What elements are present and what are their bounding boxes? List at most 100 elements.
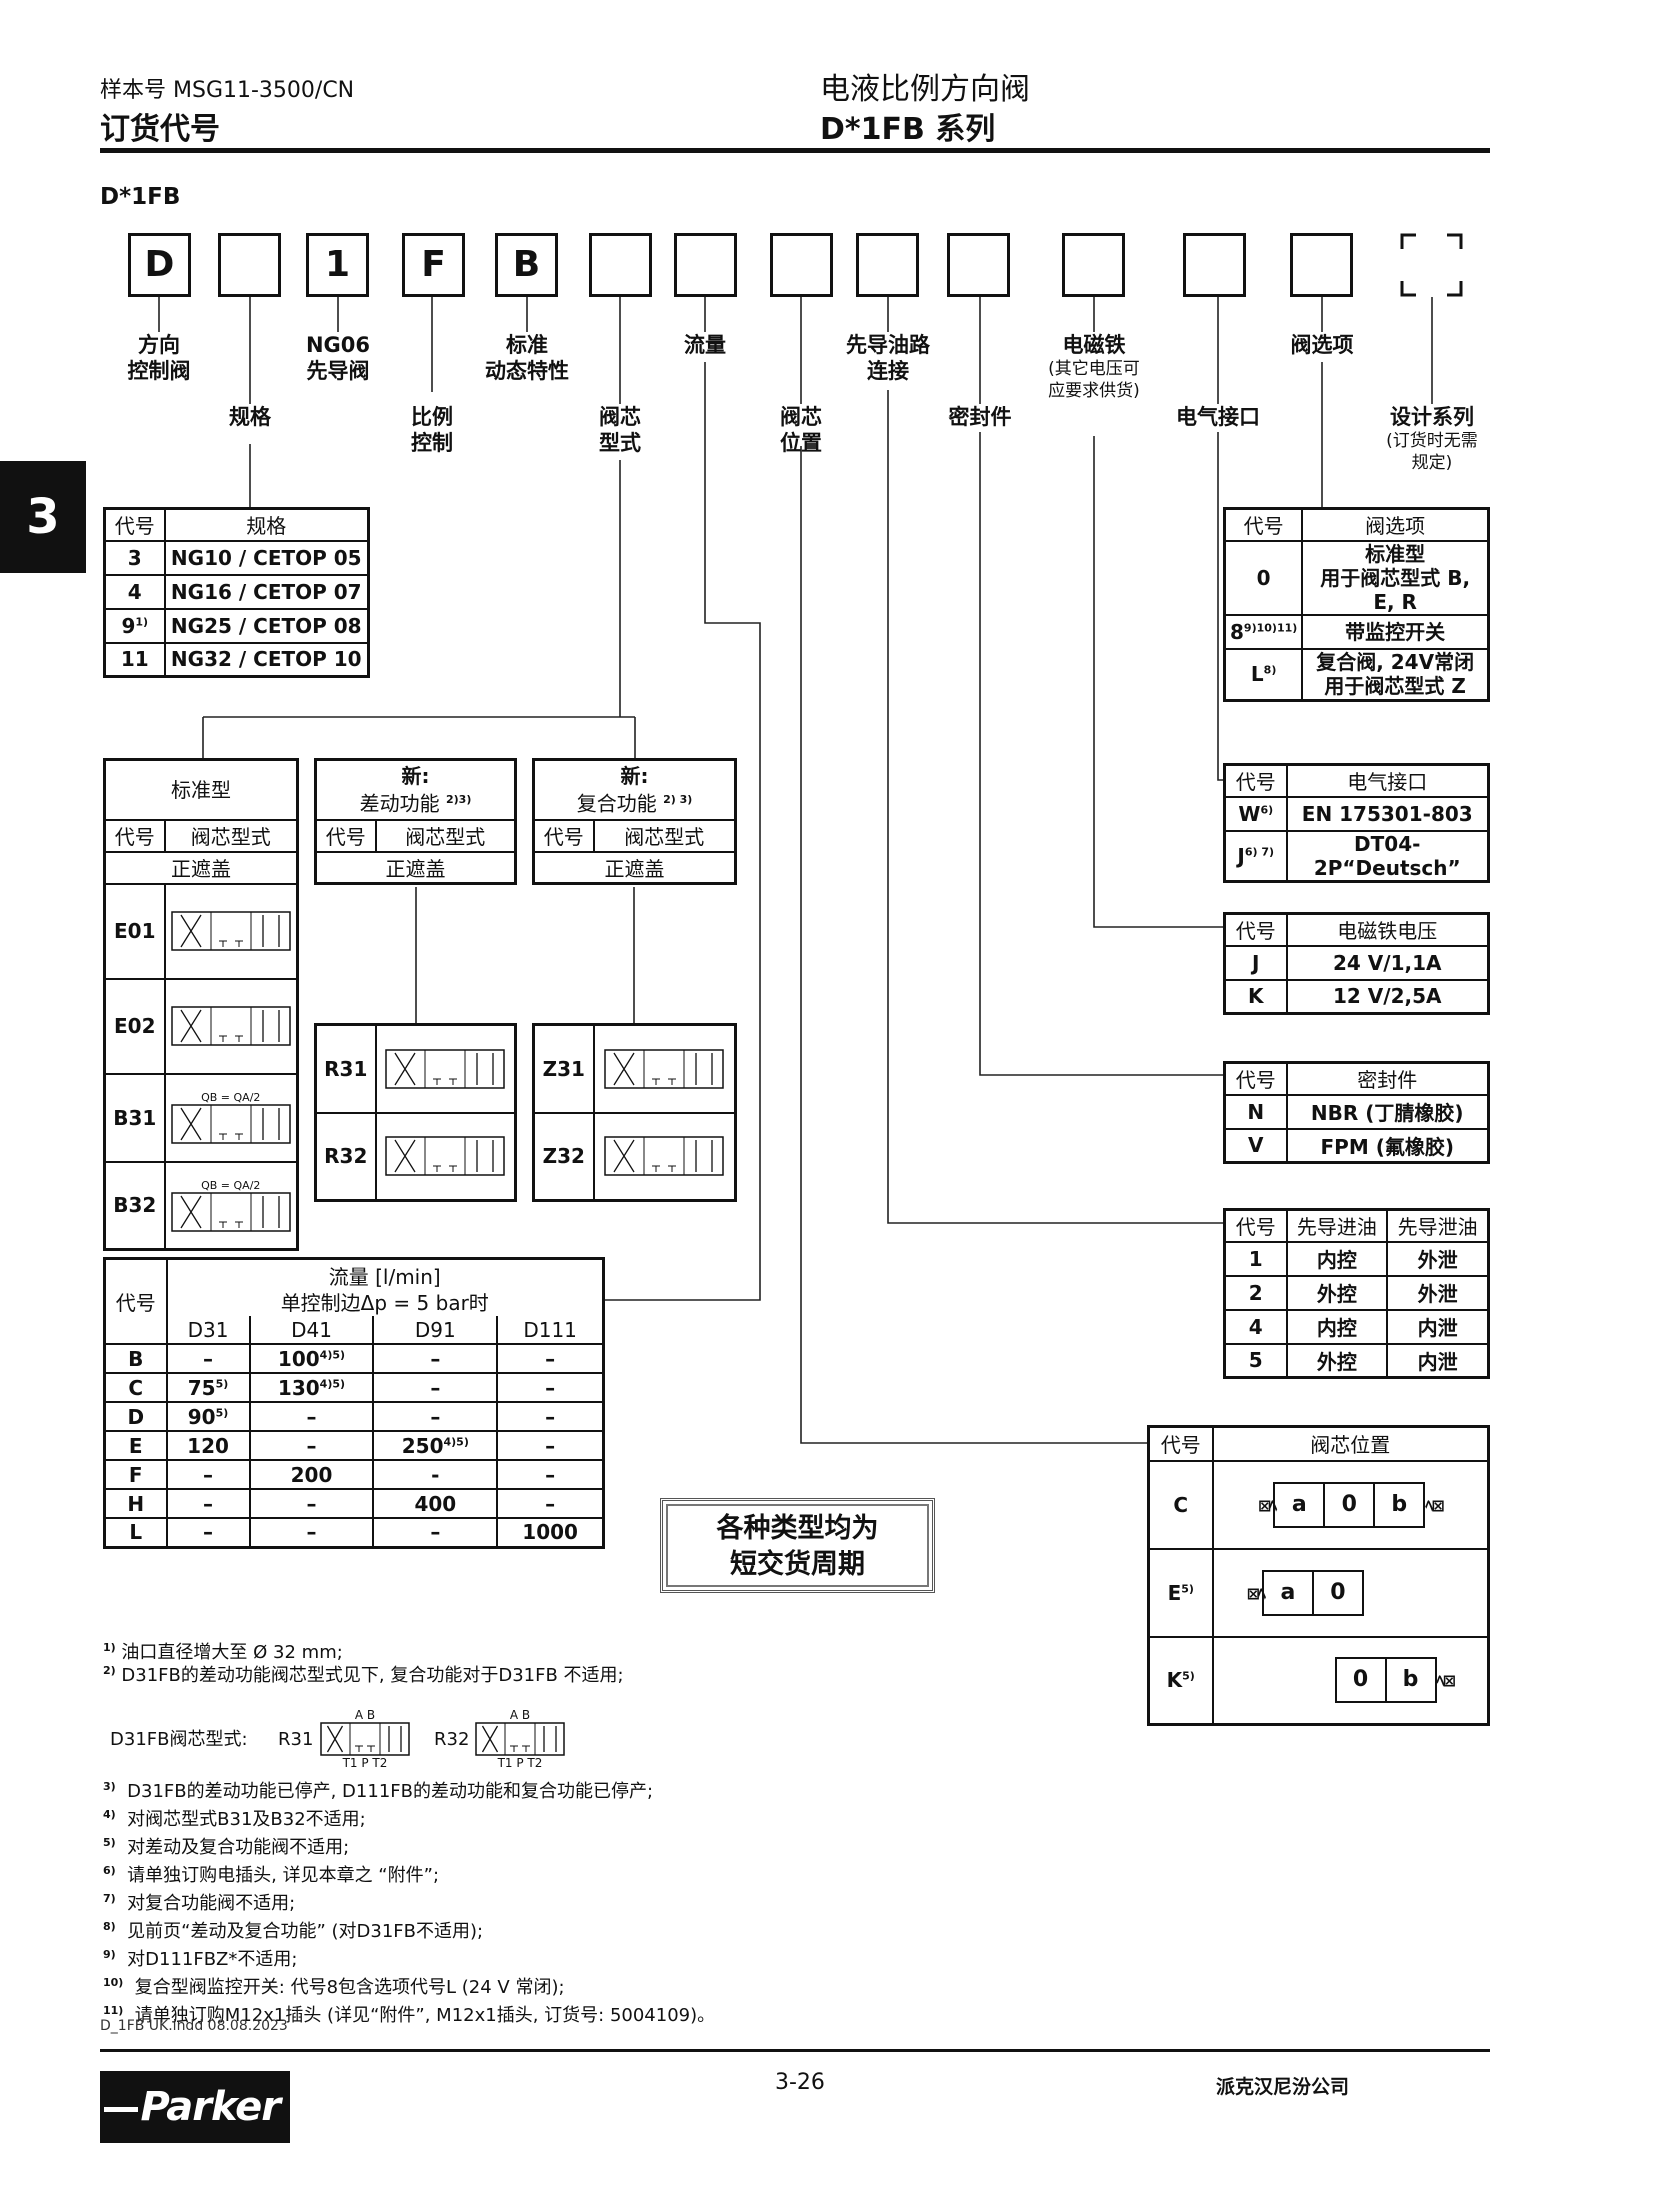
footnote: 7) 对复合功能阀不适用; <box>103 1892 296 1914</box>
code-box-6 <box>589 233 652 297</box>
r32-label: R32 <box>434 1729 470 1750</box>
spool-symbol-icon <box>385 1049 505 1089</box>
spool-row: R32 <box>314 1111 517 1202</box>
label-standard: 标准动态特性 <box>485 333 569 383</box>
flow-row: F–200-– <box>103 1459 605 1490</box>
r32-spool-symbol <box>475 1722 565 1756</box>
code-box-11 <box>1062 233 1125 297</box>
code-box-8 <box>770 233 833 297</box>
label-design-series: 设计系列(订货时无需规定) <box>1386 405 1478 473</box>
flow-col-header: D111 <box>496 1316 605 1345</box>
lead-time-note: 各种类型均为短交货周期 <box>660 1498 935 1593</box>
r31-label: R31 <box>278 1729 314 1750</box>
page-number: 3-26 <box>775 2070 825 2095</box>
option-row: 89)10)11)带监控开关 <box>1223 613 1490 650</box>
flow-row: H––400– <box>103 1488 605 1519</box>
file-info: D_1FB UK.indd 08.08.2023 <box>100 2018 288 2034</box>
r31-spool-symbol <box>320 1722 410 1756</box>
label-spool-type: 阀芯型式 <box>599 405 641 455</box>
label-seal: 密封件 <box>948 405 1012 429</box>
model-code: D*1FB <box>100 184 181 210</box>
d31fb-spool-label: D31FB阀芯型式: <box>110 1729 248 1750</box>
option-row: L8)复合阀, 24V常闭用于阀芯型式 Z <box>1223 647 1490 702</box>
footnote: 8) 见前页“差动及复合功能” (对D31FB不适用); <box>103 1920 484 1942</box>
page-title: 电液比例方向阀 <box>820 72 1030 107</box>
size-row: 91)NG25 / CETOP 08 <box>103 607 370 644</box>
spool-table-combo: 新:复合功能 2) 3)代号阀芯型式正遮盖 <box>532 758 737 885</box>
label-electrical: 电气接口 <box>1176 405 1260 429</box>
code-box-7 <box>674 233 737 297</box>
company-name: 派克汉尼汾公司 <box>1216 2076 1350 2098</box>
spool-row: Z31 <box>532 1023 737 1114</box>
spool-row: E01 <box>103 882 299 980</box>
code-box-2 <box>218 233 281 297</box>
flow-col-header: D91 <box>372 1316 499 1345</box>
spool-row: R31 <box>314 1023 517 1114</box>
spool-row: Z32 <box>532 1111 737 1202</box>
code-box-3: 1 <box>306 233 369 297</box>
header-rule <box>100 148 1490 153</box>
footnote: 9) 对D111FBZ*不适用; <box>103 1948 298 1970</box>
spool-symbol-icon <box>171 911 291 951</box>
code-box-10 <box>947 233 1010 297</box>
section-title: 订货代号 <box>100 112 220 147</box>
footnote-1: 1) 油口直径增大至 Ø 32 mm; <box>103 1641 343 1663</box>
catalog-number: 样本号 MSG11-3500/CN <box>100 78 355 103</box>
footnote: 11) 请单独订购M12x1插头 (详见“附件”, M12x1插头, 订货号: … <box>103 2004 716 2026</box>
code-box-5: B <box>495 233 558 297</box>
code-box-14 <box>1400 233 1463 297</box>
code-box-9 <box>856 233 919 297</box>
flow-row: B–1004)5)–– <box>103 1343 605 1374</box>
code-box-4: F <box>402 233 465 297</box>
code-box-12 <box>1183 233 1246 297</box>
elec-row: W6)EN 175301-803 <box>1223 795 1490 832</box>
elec-row: J6) 7)DT04-2P“Deutsch” <box>1223 829 1490 882</box>
series-title: D*1FB 系列 <box>820 112 996 147</box>
parker-logo: Parker <box>100 2071 290 2143</box>
label-option: 阀选项 <box>1290 333 1354 357</box>
flow-col-header: D41 <box>248 1316 375 1345</box>
footer-rule <box>100 2049 1490 2052</box>
flow-col-header: D31 <box>165 1316 251 1345</box>
spool-symbol-icon <box>171 1104 291 1144</box>
footnote-2: 2) D31FB的差动功能阀芯型式见下, 复合功能对于D31FB 不适用; <box>103 1664 624 1686</box>
footnote: 3) D31FB的差动功能已停产, D111FB的差动功能和复合功能已停产; <box>103 1780 654 1802</box>
flow-row: L–––1000 <box>103 1517 605 1548</box>
chapter-tab: 3 <box>0 461 86 573</box>
spool-symbol-icon <box>385 1136 505 1176</box>
label-spool-position: 阀芯位置 <box>780 405 822 455</box>
footnote: 4) 对阀芯型式B31及B32不适用; <box>103 1808 366 1830</box>
spool-symbol-icon <box>604 1049 724 1089</box>
label-proportional: 比例控制 <box>411 405 453 455</box>
spool-table-diff: 新:差动功能 2)3)代号阀芯型式正遮盖 <box>314 758 517 885</box>
label-flow: 流量 <box>684 333 726 357</box>
